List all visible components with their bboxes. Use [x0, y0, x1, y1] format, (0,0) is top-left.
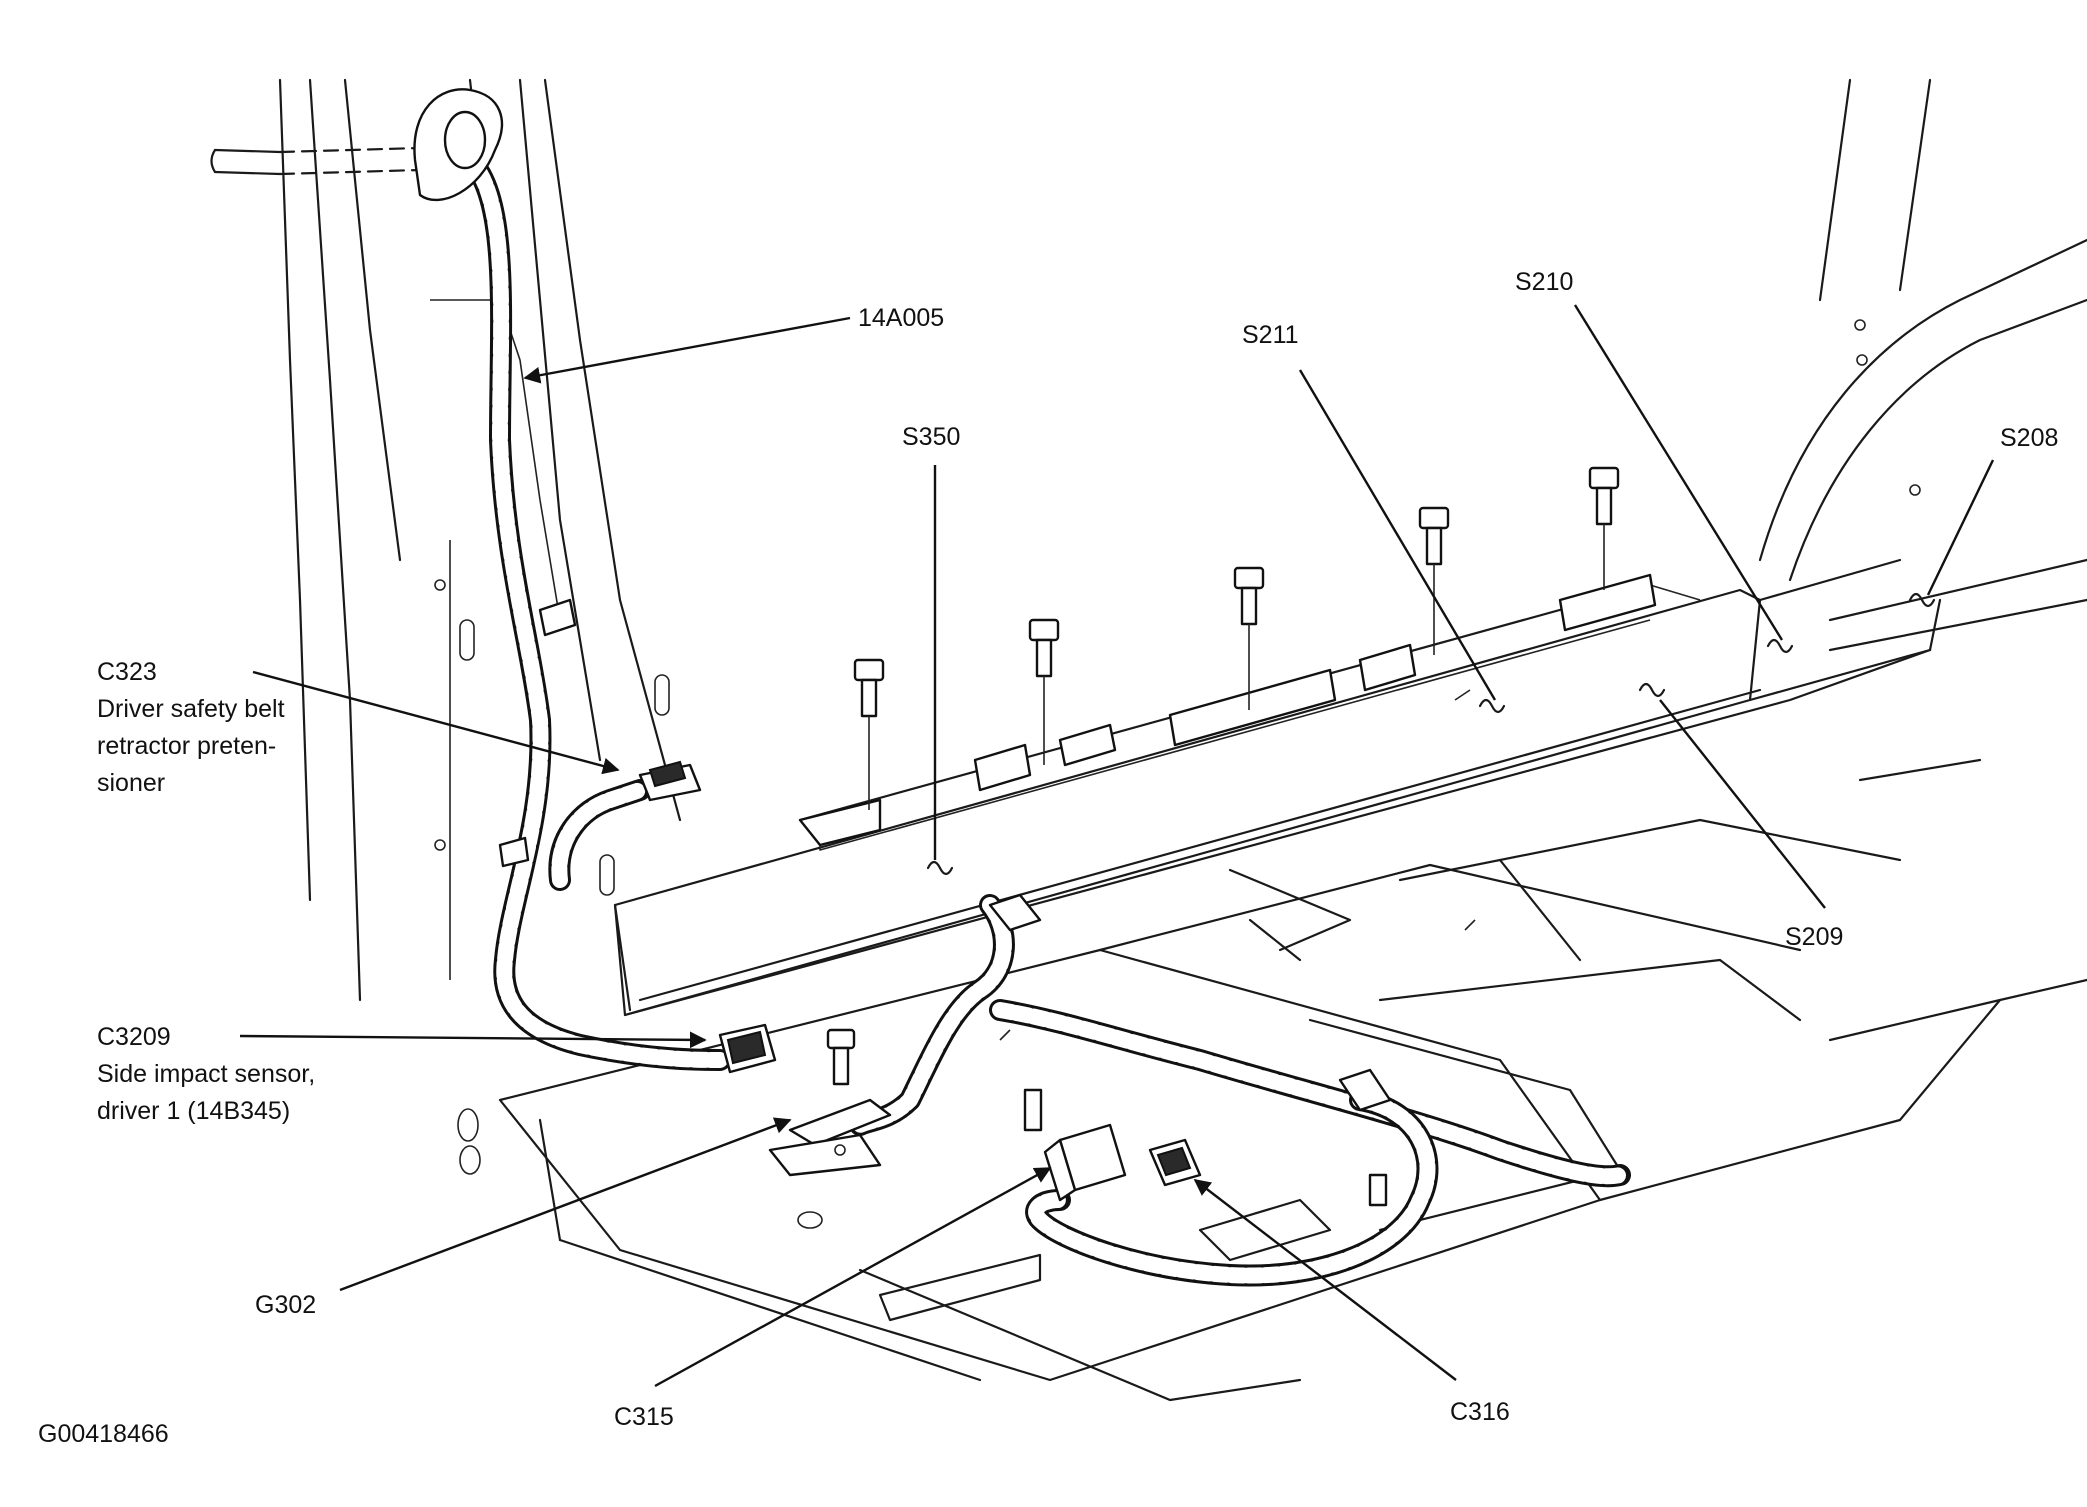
label-s350: S350	[902, 423, 960, 451]
splice-s350-icon	[926, 860, 954, 876]
label-g302: G302	[255, 1291, 316, 1319]
c315-connector	[1043, 1123, 1127, 1202]
label-c323-desc-2: retractor preten-	[97, 732, 276, 760]
c323-connector	[638, 760, 702, 802]
leader-lines	[239, 304, 1995, 1388]
bolt-icon	[1588, 466, 1620, 590]
bolt-icon	[853, 658, 885, 810]
splice-s208-icon	[1908, 592, 1936, 608]
rocker-sill	[613, 78, 2087, 1017]
bolt-icon	[1233, 566, 1265, 710]
label-c323-desc-1: Driver safety belt	[97, 695, 285, 723]
label-c316: C316	[1450, 1398, 1510, 1426]
retainer-clip	[413, 88, 504, 202]
label-s208: S208	[2000, 424, 2058, 452]
splice-s209-icon	[1638, 682, 1666, 698]
label-c3209: C3209	[97, 1023, 171, 1051]
floor-pan	[457, 689, 2087, 1402]
label-14a005: 14A005	[858, 304, 944, 332]
label-c323: C323	[97, 658, 157, 686]
splice-s211-icon	[1478, 698, 1506, 714]
pillar-push-pins	[498, 598, 577, 868]
harness-14A005	[459, 149, 1631, 1287]
b-pillar-structure	[278, 78, 682, 1002]
splice-markers	[926, 592, 1936, 876]
bolt-icon	[1028, 618, 1060, 765]
c316-connector	[1148, 1138, 1202, 1187]
g302-ground-bracket	[768, 1028, 892, 1177]
callout-labels: 14A005 C323 Driver safety belt retractor…	[38, 268, 2058, 1448]
figure-id: G00418466	[38, 1420, 169, 1448]
label-s211: S211	[1242, 321, 1299, 349]
label-s210: S210	[1515, 268, 1573, 296]
label-c3209-desc-1: Side impact sensor,	[97, 1060, 315, 1088]
label-c3209-desc-2: driver 1 (14B345)	[97, 1097, 290, 1125]
splice-s210-icon	[1766, 638, 1794, 654]
sill-clips	[798, 573, 1657, 847]
bolt-icon	[1418, 506, 1450, 655]
floor-studs	[988, 893, 1392, 1207]
label-c323-desc-3: sioner	[97, 769, 165, 797]
sill-bolts	[853, 466, 1620, 810]
upper-harness-dashed	[210, 146, 422, 176]
label-c315: C315	[614, 1403, 674, 1431]
c3209-connector	[718, 1023, 777, 1074]
label-s209: S209	[1785, 923, 1843, 951]
